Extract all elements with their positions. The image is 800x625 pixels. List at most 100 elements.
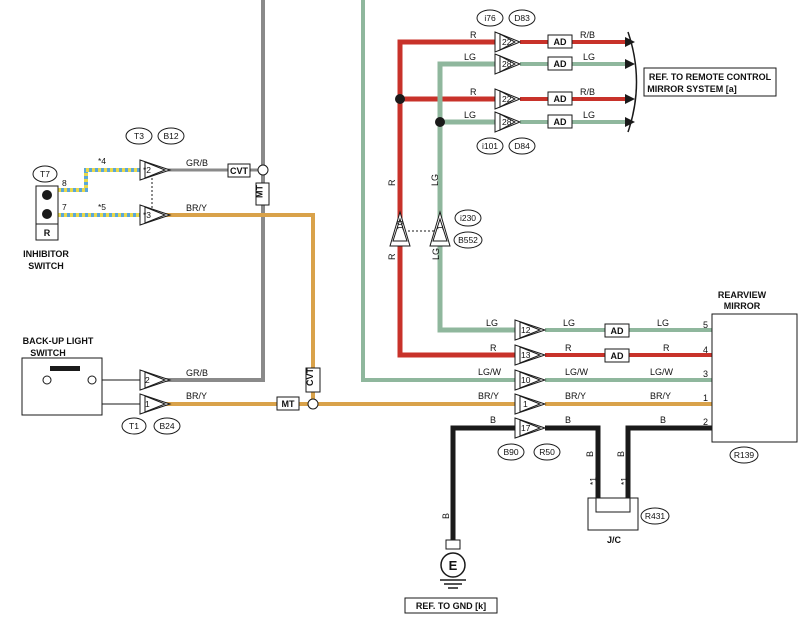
wl-grb-1: GR/B: [186, 158, 208, 168]
wl-b-ground: B: [441, 513, 451, 519]
wl-bry-1: BR/Y: [186, 203, 207, 213]
wl-bry-2: BR/Y: [186, 391, 207, 401]
oval-r431: [640, 507, 670, 525]
backup-light-switch: [21, 357, 103, 416]
tan-wire-bry-upper: [165, 213, 315, 402]
mirror-pin-1: 1: [703, 393, 708, 403]
conn-t1: T1: [129, 421, 139, 431]
wl-r-m3: R: [663, 343, 670, 353]
inhibitor-wire-8-stripe: [58, 168, 140, 192]
pin-star2: *2: [143, 165, 151, 175]
inhibitor-title-2: SWITCH: [28, 261, 64, 271]
wl-rb-1: R/B: [580, 30, 595, 40]
ground-symbol: [440, 539, 466, 589]
pin-28a: 28: [502, 59, 512, 69]
cvt-box-upper: [227, 163, 251, 178]
pin-22b: 22: [502, 94, 512, 104]
conn-r50: R50: [539, 447, 555, 457]
jc-star1-right: *1: [619, 477, 629, 485]
wl-lg-m3: LG: [657, 318, 669, 328]
wl-lgw-m1: LG/W: [478, 367, 502, 377]
oval-i76: [476, 9, 504, 27]
ad-label-6: AD: [611, 351, 624, 361]
ad-label-1: AD: [554, 37, 567, 47]
oval-t3: [125, 127, 153, 145]
conn-b12: B12: [163, 131, 178, 141]
oval-t7: [32, 165, 58, 183]
wl-lgw-m2: LG/W: [565, 367, 589, 377]
ad-label-2: AD: [554, 59, 567, 69]
cvt-label-vertical: CVT: [305, 367, 315, 386]
gray-wire-left-trunk: [165, 0, 265, 382]
inhibitor-r-label: R: [44, 228, 51, 238]
oval-i101: [476, 137, 504, 155]
wl-lg-out2: LG: [583, 110, 595, 120]
conn-i230: i230: [460, 213, 476, 223]
oval-i230: [454, 209, 482, 227]
oval-d84: [508, 137, 536, 155]
conn-b24: B24: [159, 421, 174, 431]
oval-b552: [453, 231, 483, 249]
wl-b-jc-left: B: [585, 451, 595, 457]
ref-gnd-label: REF. TO GND [k]: [416, 601, 486, 611]
conn-r431: R431: [645, 511, 666, 521]
remote-bracket: [627, 31, 638, 133]
pin-10-vertical: 10: [395, 220, 405, 230]
conn-t7: T7: [40, 169, 50, 179]
ref-gnd-box: [404, 597, 498, 614]
splice-gray: [257, 164, 269, 176]
black-wire-jc-left: [545, 425, 601, 498]
pin-7: 7: [62, 202, 67, 212]
gray-wire-right-trunk: [361, 0, 515, 382]
mt-label-lower: MT: [282, 399, 295, 409]
conn-b552: B552: [458, 235, 478, 245]
rearview-title-1: REARVIEW: [718, 290, 767, 300]
ad-label-4: AD: [554, 117, 567, 127]
wl-lg-m2: LG: [563, 318, 575, 328]
splice-tan: [307, 398, 319, 410]
wl-b-m1: B: [490, 415, 496, 425]
pin-13: 13: [521, 350, 531, 360]
wl-bry-m1: BR/Y: [478, 391, 499, 401]
pin-1-vertical: 1: [435, 225, 445, 230]
pin-10-mirror: 10: [521, 375, 531, 385]
wl-lg-vert1: LG: [430, 174, 440, 186]
ref-remote-2: MIRROR SYSTEM [a]: [647, 84, 737, 94]
inhibitor-title-1: INHIBITOR: [23, 249, 69, 259]
backup-title-2: SWITCH: [30, 348, 66, 358]
pin-star5: *5: [98, 202, 106, 212]
pin-17: 17: [521, 423, 531, 433]
wl-r-vert1: R: [387, 179, 397, 186]
ad-label-3: AD: [554, 94, 567, 104]
pin-1-backup: 1: [145, 399, 150, 409]
wl-lgw-m3: LG/W: [650, 367, 674, 377]
mt-label-vertical: MT: [255, 185, 265, 198]
pin-2-backup: 2: [145, 375, 150, 385]
rearview-mirror-box: [711, 313, 798, 443]
wl-r-vert2: R: [387, 253, 397, 260]
backup-title-1: BACK-UP LIGHT: [23, 336, 94, 346]
ad-label-5: AD: [611, 326, 624, 336]
oval-t1: [121, 417, 147, 435]
pin-12: 12: [521, 325, 531, 335]
cvt-label-upper: CVT: [230, 166, 249, 176]
wl-lg-top1: LG: [464, 52, 476, 62]
conn-i101: i101: [482, 141, 498, 151]
wl-lg-m1: LG: [486, 318, 498, 328]
ref-remote-box: [643, 67, 777, 97]
pin-22a: 22: [502, 37, 512, 47]
oval-b12: [157, 127, 185, 145]
green-wire-main: [437, 61, 515, 333]
junction-red: [395, 94, 405, 104]
pin-star3: *3: [143, 210, 151, 220]
wl-bry-m3: BR/Y: [650, 391, 671, 401]
inhibitor-switch: [35, 185, 59, 241]
wl-lg-top2: LG: [464, 110, 476, 120]
conn-b90: B90: [503, 447, 518, 457]
mirror-pin-5: 5: [703, 320, 708, 330]
conn-r139: R139: [734, 450, 755, 460]
mt-box-lower: [276, 396, 300, 411]
wl-r-top1: R: [470, 30, 477, 40]
output-arrowheads: [625, 37, 635, 127]
wl-r-top2: R: [470, 87, 477, 97]
